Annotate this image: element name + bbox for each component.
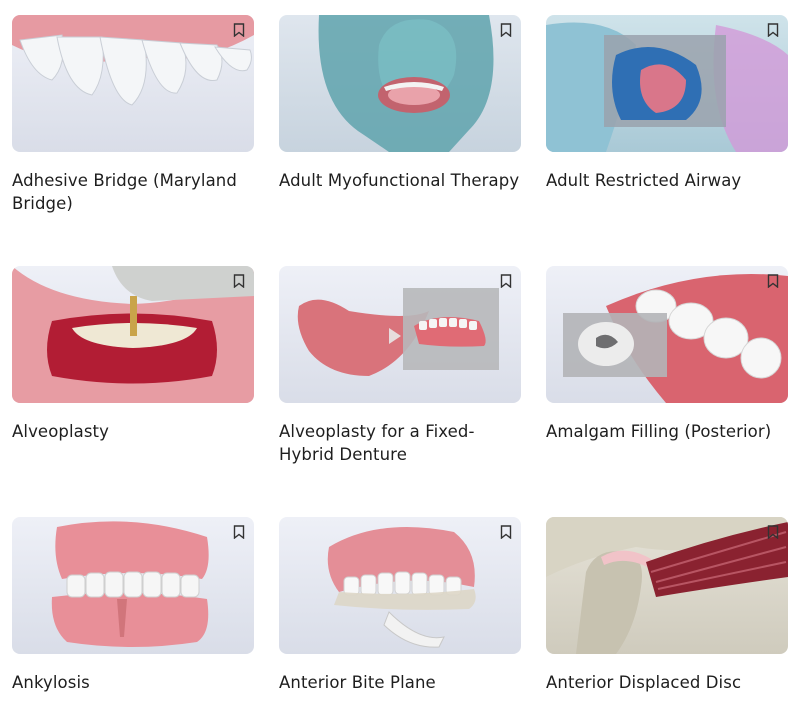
procedure-card-adult-restricted-airway[interactable]: Adult Restricted Airway: [546, 15, 788, 192]
denture-illustration: [297, 288, 499, 376]
thumbnail-image[interactable]: [546, 517, 788, 654]
bookmark-icon[interactable]: [767, 274, 779, 288]
bookmark-icon[interactable]: [233, 274, 245, 288]
card-title[interactable]: Anterior Bite Plane: [279, 673, 436, 692]
card-title[interactable]: Adhesive Bridge (Maryland Bridge): [12, 171, 237, 213]
airway-illustration: [546, 22, 788, 152]
bookmark-icon[interactable]: [500, 274, 512, 288]
card-title[interactable]: Alveoplasty for a Fixed-Hybrid Denture: [279, 422, 475, 464]
thumbnail-image[interactable]: [12, 15, 254, 152]
full-dentition-illustration: [51, 521, 209, 647]
thumbnail-image[interactable]: [279, 15, 521, 152]
tmj-illustration: [546, 517, 788, 654]
thumbnail-image[interactable]: [12, 517, 254, 654]
procedure-card-anterior-bite-plane[interactable]: Anterior Bite Plane: [279, 517, 521, 694]
bookmark-icon[interactable]: [767, 23, 779, 37]
teeth-illustration: [12, 15, 254, 106]
procedure-card-anterior-displaced-disc[interactable]: Anterior Displaced Disc: [546, 517, 788, 694]
card-title[interactable]: Ankylosis: [12, 673, 90, 692]
procedure-card-ankylosis[interactable]: Ankylosis: [12, 517, 254, 694]
thumbnail-image[interactable]: [546, 266, 788, 403]
procedure-card-alveoplasty[interactable]: Alveoplasty: [12, 266, 254, 443]
face-illustration: [318, 15, 494, 152]
jaw-illustration: [12, 266, 254, 403]
bookmark-icon[interactable]: [500, 525, 512, 539]
thumbnail-image[interactable]: [279, 266, 521, 403]
card-title[interactable]: Adult Myofunctional Therapy: [279, 171, 520, 190]
card-title[interactable]: Alveoplasty: [12, 422, 109, 441]
procedure-card-adult-myofunctional-therapy[interactable]: Adult Myofunctional Therapy: [279, 15, 521, 192]
thumbnail-image[interactable]: [12, 266, 254, 403]
card-title[interactable]: Adult Restricted Airway: [546, 171, 742, 190]
bookmark-icon[interactable]: [233, 525, 245, 539]
card-title[interactable]: Anterior Displaced Disc: [546, 673, 742, 692]
bookmark-icon[interactable]: [767, 525, 779, 539]
bookmark-icon[interactable]: [500, 23, 512, 37]
procedure-card-alveoplasty-fixed-hybrid-denture[interactable]: Alveoplasty for a Fixed-Hybrid Denture: [279, 266, 521, 466]
thumbnail-image[interactable]: [546, 15, 788, 152]
bite-plane-illustration: [327, 527, 476, 648]
procedure-card-adhesive-bridge[interactable]: Adhesive Bridge (Maryland Bridge): [12, 15, 254, 215]
procedure-card-amalgam-filling-posterior[interactable]: Amalgam Filling (Posterior): [546, 266, 788, 443]
thumbnail-image[interactable]: [279, 517, 521, 654]
molar-illustration: [563, 274, 788, 403]
bookmark-icon[interactable]: [233, 23, 245, 37]
card-title[interactable]: Amalgam Filling (Posterior): [546, 422, 772, 441]
